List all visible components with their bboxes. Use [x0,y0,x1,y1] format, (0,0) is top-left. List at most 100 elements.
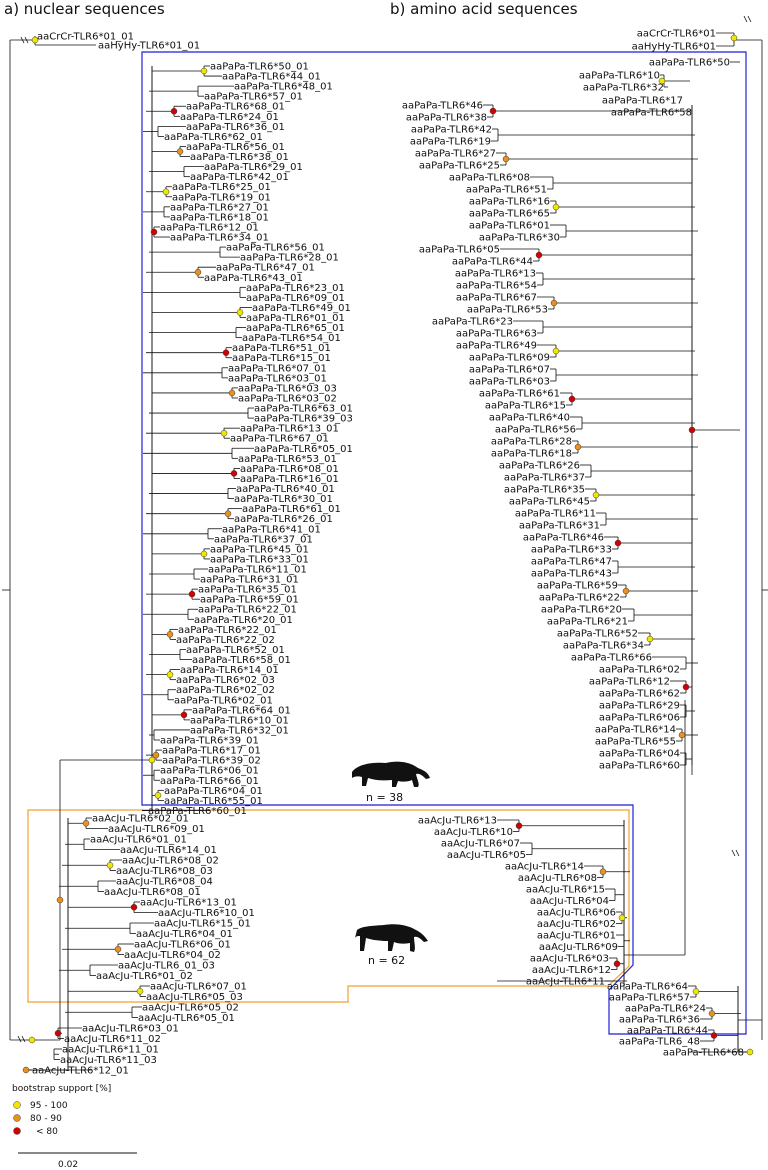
tip-label: aaPaPa-TLR6*45 [509,497,590,508]
tip-label: aaPaPa-TLR6*39_01 [160,736,259,747]
tip-label: aaPaPa-TLR6*29 [599,701,680,712]
tip-label: aaAcJu-TLR6*06 [537,908,616,919]
tip-label: aaPaPa-TLR6*57 [609,993,690,1004]
tip-label: aaPaPa-TLR6*64_01 [192,705,291,716]
bootstrap-node [82,820,90,827]
bootstrap-node [592,491,600,499]
tip-labels: aaCrCr-TLR6*01_01aaHyHy-TLR6*01_01aaPaPa… [32,29,744,1077]
tip-label: aaPaPa-TLR6*15_01 [232,353,331,364]
bootstrap-node [489,107,497,115]
bootstrap-node [200,67,208,75]
tip-label: aaPaPa-TLR6*34 [563,641,644,652]
tip-label: aaPaPa-TLR6*33 [531,545,612,556]
tip-label: aaAcJu-TLR6*08_02 [122,856,219,867]
tip-label: aaPaPa-TLR6*10 [579,71,660,82]
tip-label: aaPaPa-TLR6*59 [537,581,618,592]
tip-label: aaPaPa-TLR6*67_01 [230,434,329,445]
tip-label: aaPaPa-TLR6*13_01 [240,424,339,435]
tip-label: aaPaPa-TLR6*49 [456,341,537,352]
tip-label: aaPaPa-TLR6*45_01 [210,544,309,555]
bootstrap-node [180,711,188,719]
tip-label: aaPaPa-TLR6*23_01 [246,283,345,294]
bootstrap-node [746,1048,754,1056]
bootstrap-node [568,395,576,403]
tip-label: aaPaPa-TLR6*24_01 [180,112,279,123]
tip-label: aaPaPa-TLR6*01_01 [246,313,345,324]
tip-label: aaAcJu-TLR6*10_01 [158,908,255,919]
tip-label: aaPaPa-TLR6*16_01 [240,474,339,485]
bootstrap-node [22,1066,30,1074]
tip-label: aaPaPa-TLR6*03_03 [238,383,337,394]
tip-label: aaPaPa-TLR6*06 [599,713,680,724]
tip-label: aaPaPa-TLR6*46 [523,533,604,544]
tip-label: aaPaPa-TLR6*43 [531,569,612,580]
tip-label: aaPaPa-TLR6*22 [539,593,620,604]
tip-label: aaAcJu-TLR6*07 [441,839,520,850]
tip-label: aaPaPa-TLR6*54 [456,281,537,292]
tip-label: aaPaPa-TLR6*32_01 [190,725,289,736]
bootstrap-node [106,862,114,869]
tip-label: aaPaPa-TLR6*22_01 [198,605,297,616]
tip-label: aaPaPa-TLR6*22_01 [178,625,277,636]
bootstrap-node [31,36,39,44]
tip-label: aaPaPa-TLR6*60_01 [148,806,247,817]
tip-label: aaPaPa-TLR6*05 [419,245,500,256]
tip-label: aaPaPa-TLR6*19_01 [172,192,271,203]
tip-label: aaAcJu-TLR6*04_02 [124,950,221,961]
tip-label: aaPaPa-TLR6*39_03 [254,414,353,425]
tip-label: aaPaPa-TLR6*09 [469,353,550,364]
tip-label: aaPaPa-TLR6*56_01 [186,142,285,153]
tip-label: aaPaPa-TLR6*65_01 [246,323,345,334]
tip-label: aaAcJu-TLR6*05_01 [138,1013,235,1024]
tip-label: aaPaPa-TLR6*11_01 [208,565,307,576]
tip-label: aaPaPa-TLR6*08 [449,173,530,184]
bootstrap-node [550,299,558,307]
tip-label: aaPaPa-TLR6*26 [499,461,580,472]
tip-label: aaAcJu-TLR6*12_01 [32,1066,129,1077]
tip-label: aaPaPa-TLR6*43_01 [204,273,303,284]
tip-label: aaPaPa-TLR6*09_01 [246,293,345,304]
pardus-count: n = 38 [366,791,403,804]
outgroup-label: aaHyHy-TLR6*01 [632,42,716,53]
tip-label: aaPaPa-TLR6*50 [649,58,730,69]
tip-label: aaPaPa-TLR6*60 [599,761,680,772]
tip-label: aaPaPa-TLR6*62 [599,689,680,700]
tip-label: aaPaPa-TLR6*57_01 [204,92,303,103]
tip-label: aaPaPa-TLR6*52 [557,629,638,640]
tip-label: aaPaPa-TLR6*33_01 [210,554,309,565]
tip-label: aaPaPa-TLR6*29_01 [204,162,303,173]
tip-label: aaPaPa-TLR6*55 [595,737,676,748]
bootstrap-node [176,148,184,155]
tip-label: aaPaPa-TLR6*06_01 [160,766,259,777]
tip-label: aaPaPa-TLR6*65 [469,209,550,220]
leopard-silhouette-icon [352,761,430,787]
tip-label: aaPaPa-TLR6*53_01 [238,454,337,465]
tip-label: aaAcJu-TLR6*11 [526,977,605,988]
tip-label: aaPaPa-TLR6*23 [432,317,513,328]
scale-label: 0.02 [58,1160,78,1170]
tip-label: aaPaPa-TLR6*52_01 [186,645,285,656]
tip-label: aaPaPa-TLR6*36_01 [186,122,285,133]
tip-label: aaAcJu-TLR6*06_01 [134,940,231,951]
tip-label: aaAcJu-TLR6*08_04 [116,877,213,888]
bootstrap-node [658,77,666,85]
tip-label: aaPaPa-TLR6*11 [515,509,596,520]
tip-label: aaPaPa-TLR6*31 [519,521,600,532]
bootstrap-node [515,822,523,829]
bootstrap-node [502,155,510,163]
bootstrap-node [622,587,630,595]
tip-label: aaPaPa-TLR6*58_01 [192,655,291,666]
tip-label: aaPaPa-TLR6*03_02 [238,393,337,404]
tip-label: aaPaPa-TLR6*18_01 [170,212,269,223]
tip-label: aaAcJu-TLR6*01_02 [96,971,193,982]
bootstrap-node [552,203,560,211]
legend-marker-low [13,1127,21,1135]
tip-label: aaPaPa-TLR6*14 [595,725,676,736]
legend-title: bootstrap support [%] [12,1084,111,1094]
bootstrap-node [28,1036,36,1044]
tip-label: aaPaPa-TLR6*07_01 [228,363,327,374]
tip-label: aaPaPa-TLR6*62_01 [164,132,263,143]
tip-label: aaPaPa-TLR6*61_01 [242,504,341,515]
tip-label: aaAcJu-TLR6*08_01 [104,887,201,898]
tip-label: aaPaPa-TLR6*35_01 [198,585,297,596]
